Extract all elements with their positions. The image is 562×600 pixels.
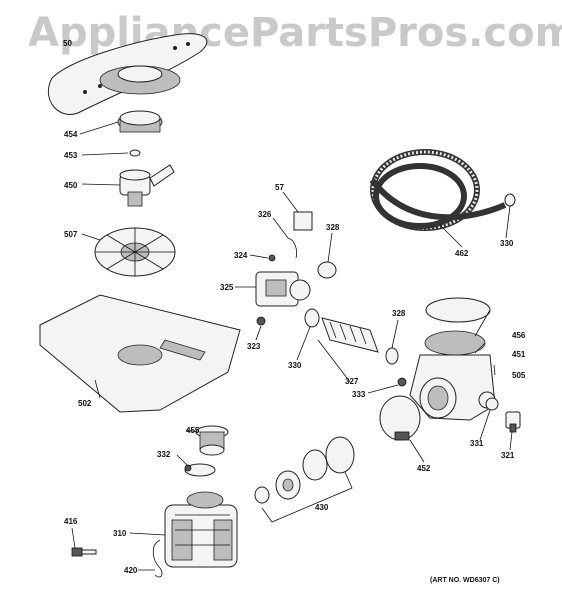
callout-452: 452 <box>417 464 431 473</box>
tube-450-part[interactable] <box>119 164 175 207</box>
hose-327-part[interactable] <box>321 317 379 353</box>
cap-331-part[interactable] <box>485 397 499 411</box>
ring-328b-part[interactable] <box>385 347 399 365</box>
callout-50: 50 <box>63 39 72 48</box>
callout-450: 450 <box>64 181 78 190</box>
callout-325: 325 <box>220 283 234 292</box>
callout-416: 416 <box>64 517 78 526</box>
callout-321: 321 <box>501 451 515 460</box>
callout-326: 326 <box>258 210 272 219</box>
clamp-330b-part[interactable] <box>504 193 516 207</box>
spray-arm-part[interactable] <box>47 33 208 115</box>
callout-331: 331 <box>470 439 484 448</box>
bolt-416-part[interactable] <box>71 547 97 557</box>
callout-451: 451 <box>512 350 526 359</box>
callout-327: 327 <box>345 377 359 386</box>
clip-420-part[interactable] <box>152 539 163 578</box>
callout-332: 332 <box>157 450 171 459</box>
plate-502-part[interactable] <box>39 294 241 413</box>
callout-328: 328 <box>326 223 340 232</box>
callout-310: 310 <box>113 529 127 538</box>
callout-430: 430 <box>315 503 329 512</box>
callout-462: 462 <box>455 249 469 258</box>
nut-323-part[interactable] <box>256 316 266 326</box>
leader-lines <box>71 121 513 571</box>
manifold-454-part[interactable] <box>117 110 163 133</box>
ring-332-part[interactable] <box>184 463 216 477</box>
clamp-452-part[interactable] <box>379 395 421 441</box>
callout-333: 333 <box>352 390 366 399</box>
gasket-456-part[interactable] <box>425 297 491 323</box>
callout-57: 57 <box>275 183 284 192</box>
ring-328-part[interactable] <box>317 261 337 279</box>
callout-420: 420 <box>124 566 138 575</box>
drain-hose-462-part[interactable] <box>369 149 507 231</box>
callout-453: 453 <box>64 151 78 160</box>
valve-325-part[interactable] <box>255 271 311 307</box>
callout-456: 456 <box>512 331 526 340</box>
motor-310-part[interactable] <box>164 491 238 568</box>
callout-330: 330 <box>288 361 302 370</box>
filter-507-part[interactable] <box>94 227 176 277</box>
callout-324: 324 <box>234 251 248 260</box>
pin-326-part[interactable] <box>287 237 297 259</box>
o-ring-453-part[interactable] <box>129 149 141 157</box>
screw-324-part[interactable] <box>268 254 276 262</box>
callout-454: 454 <box>64 130 78 139</box>
seal-kit-430-part[interactable] <box>254 436 355 504</box>
clip-333-part[interactable] <box>397 377 407 387</box>
art-number: (ART NO. WD6307 C) <box>430 577 500 584</box>
part-57[interactable] <box>293 211 313 231</box>
callout-505: 505 <box>512 371 526 380</box>
filter-455-part[interactable] <box>195 425 229 456</box>
callout-328b: 328 <box>392 309 406 318</box>
callout-507: 507 <box>64 230 78 239</box>
screw-332-part[interactable] <box>184 464 192 472</box>
callout-330b: 330 <box>500 239 514 248</box>
callout-502: 502 <box>78 399 92 408</box>
sensor-321-part[interactable] <box>505 411 521 433</box>
callout-labels: 50 454 453 450 507 57 326 324 328 325 32… <box>63 39 526 584</box>
sump-505-part[interactable] <box>409 354 496 421</box>
callout-323: 323 <box>247 342 261 351</box>
callout-455: 455 <box>186 426 200 435</box>
clamp-330-part[interactable] <box>304 308 320 328</box>
